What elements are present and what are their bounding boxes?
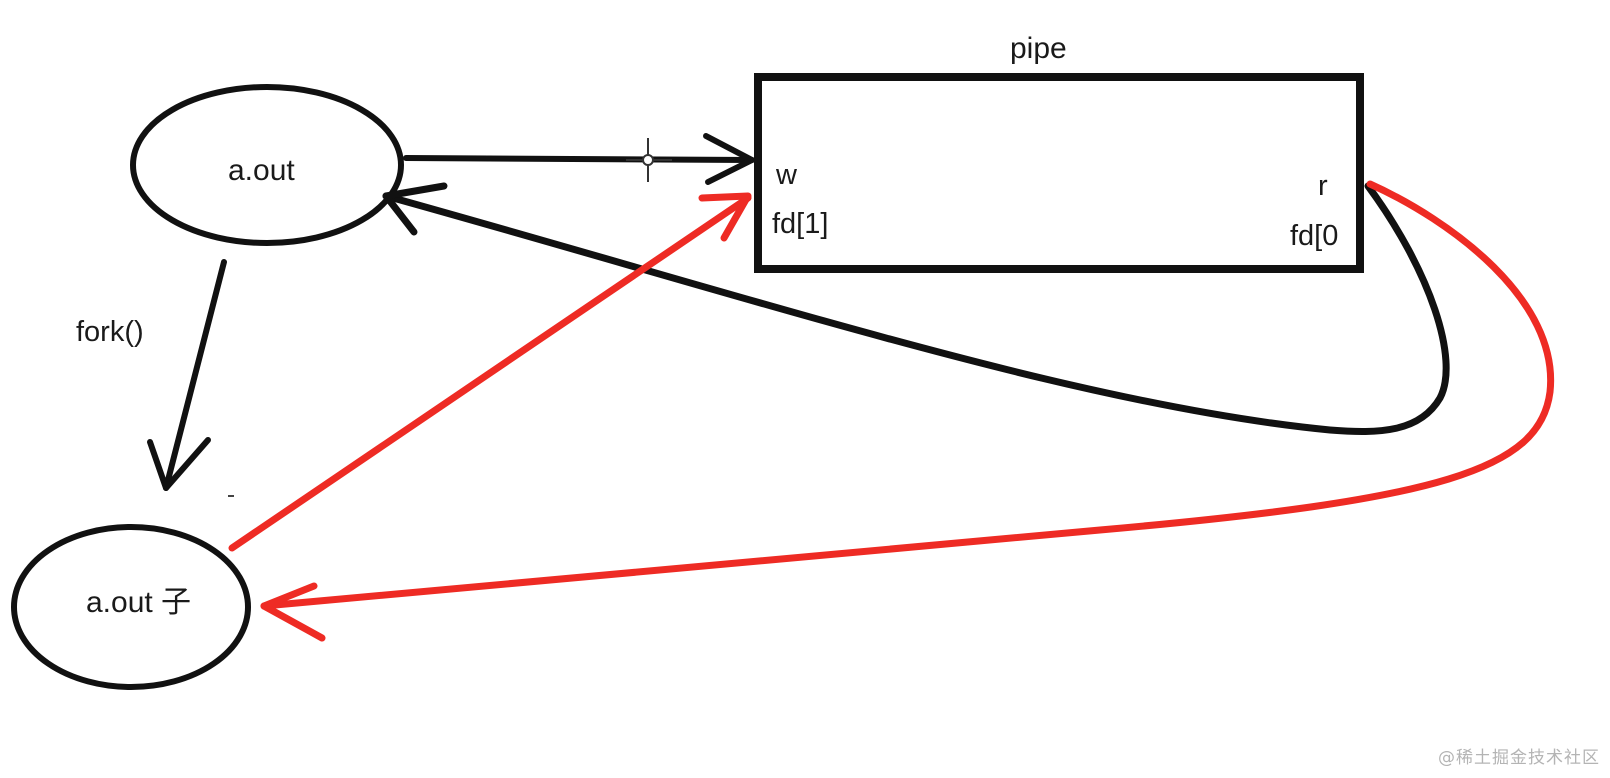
read-to-parent-arrow xyxy=(382,182,1450,435)
parent-to-write-arrow xyxy=(403,133,755,185)
fork-label: fork() xyxy=(76,316,144,348)
fork-arrow xyxy=(147,259,227,491)
pipe-write-fd-label: fd[1] xyxy=(772,208,828,240)
crosshair-cursor-icon xyxy=(626,138,672,182)
pipe-box xyxy=(754,73,1364,273)
parent-process-label: a.out xyxy=(228,154,295,187)
child-process-node xyxy=(11,524,251,690)
pipe-write-end-label: w xyxy=(775,159,798,191)
child-to-write-arrow xyxy=(228,192,752,552)
pipe-read-end-label: r xyxy=(1318,170,1328,202)
read-to-child-arrow xyxy=(260,180,1555,642)
parent-process-node xyxy=(130,84,404,246)
pipe-read-fd-label: fd[0 xyxy=(1290,220,1338,252)
child-process-label: a.out 子 xyxy=(86,586,191,619)
pipe-title: pipe xyxy=(1010,32,1067,65)
watermark: @稀土掘金技术社区 xyxy=(1438,748,1600,768)
